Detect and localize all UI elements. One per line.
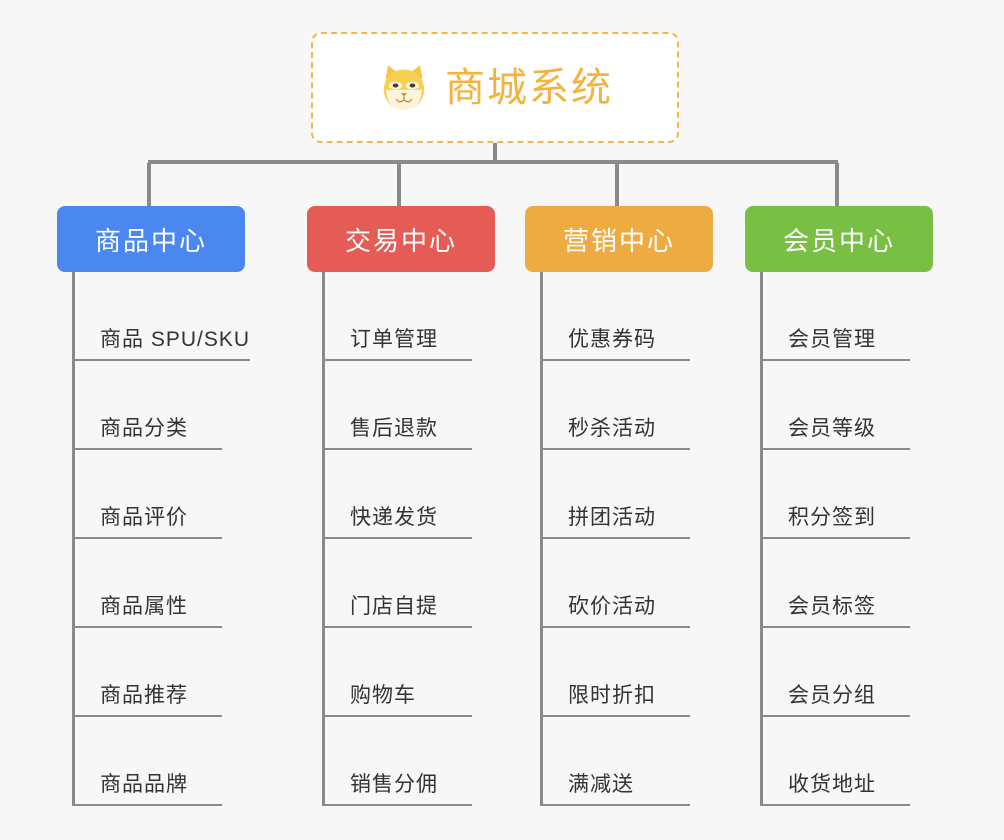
leaf-list: 订单管理售后退款快递发货门店自提购物车销售分佣 [322, 272, 472, 806]
leaf-item-label: 商品 SPU/SKU [100, 327, 251, 351]
leaf-item[interactable]: 秒杀活动 [540, 361, 690, 450]
leaf-item[interactable]: 快递发货 [322, 450, 472, 539]
category-box-3[interactable]: 营销中心 [525, 206, 713, 272]
leaf-item[interactable]: 会员分组 [760, 628, 910, 717]
leaf-trunk-line [322, 272, 325, 806]
leaf-item-label: 订单管理 [350, 327, 438, 351]
leaf-item-label: 商品品牌 [100, 772, 188, 796]
leaf-item[interactable]: 商品品牌 [72, 717, 222, 806]
leaf-item[interactable]: 收货地址 [760, 717, 910, 806]
leaf-item-label: 售后退款 [350, 416, 438, 440]
leaf-item-label: 积分签到 [788, 505, 876, 529]
category-label: 交易中心 [344, 225, 457, 256]
leaf-item-label: 会员等级 [788, 416, 876, 440]
category-drop-line [835, 163, 839, 206]
category-label: 商品中心 [94, 225, 207, 256]
leaf-item[interactable]: 砍价活动 [540, 539, 690, 628]
category-label: 会员中心 [782, 225, 895, 256]
leaf-item-label: 优惠券码 [568, 327, 656, 351]
leaf-list: 会员管理会员等级积分签到会员标签会员分组收货地址 [760, 272, 910, 806]
category-label: 营销中心 [562, 225, 675, 256]
leaf-item-label: 拼团活动 [568, 505, 656, 529]
root-connector-stub [493, 143, 497, 163]
leaf-item-label: 购物车 [350, 683, 416, 707]
leaf-item[interactable]: 积分签到 [760, 450, 910, 539]
leaf-item[interactable]: 会员管理 [760, 272, 910, 361]
leaf-item[interactable]: 门店自提 [322, 539, 472, 628]
root-node[interactable]: 商城系统 [311, 32, 679, 143]
leaf-item-label: 商品属性 [100, 594, 188, 618]
leaf-item[interactable]: 拼团活动 [540, 450, 690, 539]
leaf-item[interactable]: 售后退款 [322, 361, 472, 450]
leaf-item-label: 商品推荐 [100, 683, 188, 707]
leaf-item[interactable]: 商品属性 [72, 539, 222, 628]
leaf-item-label: 商品评价 [100, 505, 188, 529]
leaf-item[interactable]: 订单管理 [322, 272, 472, 361]
leaf-item-label: 门店自提 [350, 594, 438, 618]
leaf-list: 优惠券码秒杀活动拼团活动砍价活动限时折扣满减送 [540, 272, 690, 806]
leaf-item-label: 满减送 [568, 772, 634, 796]
shiba-dog-face-icon [377, 61, 431, 115]
leaf-item[interactable]: 优惠券码 [540, 272, 690, 361]
leaf-item[interactable]: 销售分佣 [322, 717, 472, 806]
leaf-item[interactable]: 购物车 [322, 628, 472, 717]
leaf-item-label: 会员管理 [788, 327, 876, 351]
leaf-item-label: 会员标签 [788, 594, 876, 618]
leaf-item-label: 快递发货 [350, 505, 438, 529]
leaf-item-label: 限时折扣 [568, 683, 656, 707]
leaf-trunk-line [540, 272, 543, 806]
leaf-item[interactable]: 商品评价 [72, 450, 222, 539]
category-drop-line [397, 163, 401, 206]
category-drop-line [147, 163, 151, 206]
leaf-item-label: 秒杀活动 [568, 416, 656, 440]
leaf-item[interactable]: 商品 SPU/SKU [72, 272, 251, 361]
leaf-item[interactable]: 商品推荐 [72, 628, 222, 717]
leaf-trunk-line [72, 272, 75, 806]
category-connector-bus [148, 160, 838, 164]
leaf-item-label: 会员分组 [788, 683, 876, 707]
category-box-1[interactable]: 商品中心 [57, 206, 245, 272]
leaf-item-label: 销售分佣 [350, 772, 438, 796]
leaf-item[interactable]: 会员等级 [760, 361, 910, 450]
leaf-trunk-line [760, 272, 763, 806]
leaf-item[interactable]: 满减送 [540, 717, 690, 806]
leaf-item[interactable]: 商品分类 [72, 361, 222, 450]
leaf-item-label: 收货地址 [788, 772, 876, 796]
category-box-2[interactable]: 交易中心 [307, 206, 495, 272]
leaf-item-label: 商品分类 [100, 416, 188, 440]
leaf-item-label: 砍价活动 [568, 594, 656, 618]
category-box-4[interactable]: 会员中心 [745, 206, 933, 272]
root-title: 商城系统 [445, 65, 613, 110]
leaf-item[interactable]: 会员标签 [760, 539, 910, 628]
category-drop-line [615, 163, 619, 206]
leaf-list: 商品 SPU/SKU 商品分类商品评价商品属性商品推荐商品品牌 [72, 272, 251, 806]
leaf-item[interactable]: 限时折扣 [540, 628, 690, 717]
